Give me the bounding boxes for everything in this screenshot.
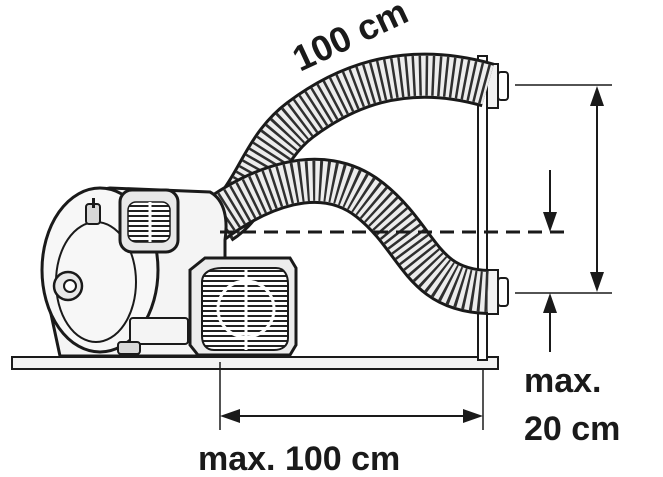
base-plate [11,356,499,370]
max-height-dimension [543,170,557,352]
max-height-label-line1: max. [524,362,602,400]
max-height-label-line2: 20 cm [524,410,620,448]
climate-unit-icon [40,186,298,358]
max-distance-label: max. 100 cm [198,440,400,477]
outlet-spacing-dimension [515,84,612,294]
wall-panel-icon [477,55,509,361]
max-distance-dimension [219,362,484,430]
corrugated-hose-icon [198,157,490,315]
